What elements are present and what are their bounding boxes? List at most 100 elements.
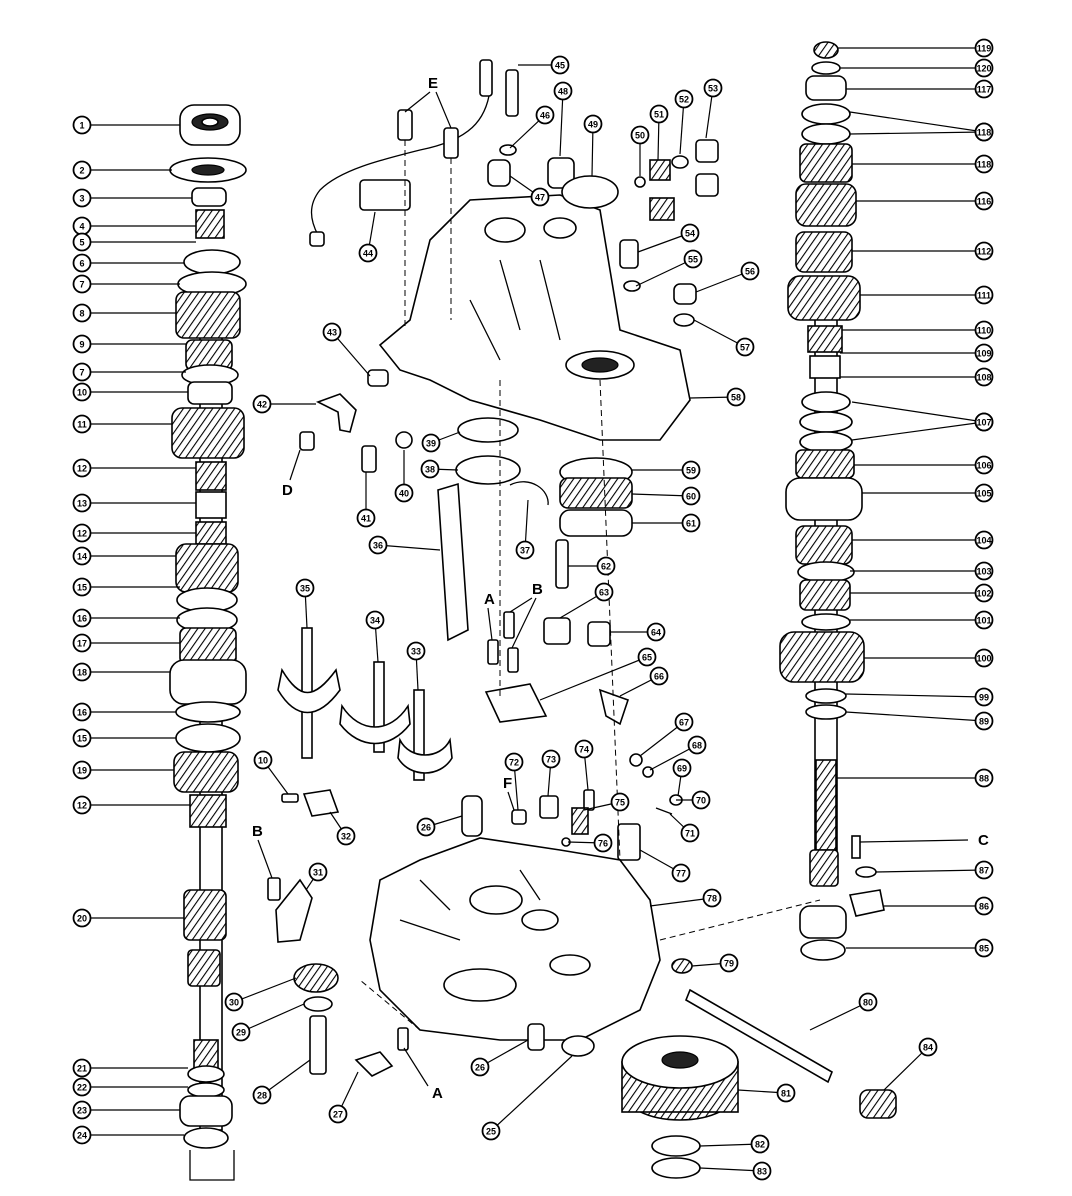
callout-number: 42 — [257, 400, 267, 410]
callout: 38 — [420, 459, 440, 479]
callout: 5 — [72, 232, 92, 252]
callout-number: 69 — [677, 764, 687, 774]
callout: 45 — [550, 55, 570, 75]
callout-number: 87 — [979, 866, 989, 876]
synchro-sleeve — [169, 659, 247, 705]
callout: 30 — [224, 992, 244, 1012]
callout: 42 — [252, 394, 272, 414]
callout: 80 — [858, 992, 878, 1012]
callout-number: 32 — [341, 832, 351, 842]
leader-line — [257, 839, 273, 879]
callout-number: 22 — [77, 1083, 87, 1093]
leader-line — [845, 711, 985, 722]
leader-line — [240, 1003, 305, 1033]
leader-line — [631, 493, 692, 497]
callout-number: 89 — [979, 717, 989, 727]
reference-letter: C — [978, 832, 989, 849]
callout-number: 11 — [77, 420, 87, 430]
callout-number: 111 — [977, 291, 991, 301]
callout: 49 — [583, 114, 603, 134]
leader-line — [695, 270, 751, 293]
callout-number: 117 — [977, 85, 992, 95]
callout-number: 10 — [77, 388, 87, 398]
callout-number: 27 — [333, 1110, 343, 1120]
callout-number: 18 — [77, 668, 87, 678]
callout: 51 — [649, 104, 669, 124]
callout: 100 — [974, 648, 994, 668]
callout: 47 — [530, 187, 550, 207]
callout-number: 31 — [313, 868, 323, 878]
leader-line — [331, 331, 371, 377]
callout-number: 61 — [686, 519, 696, 529]
callout-number: 48 — [558, 87, 568, 97]
callout-number: 12 — [77, 464, 87, 474]
callout: 16 — [72, 702, 92, 722]
oil-seal — [561, 175, 619, 209]
callout: 18 — [72, 662, 92, 682]
callout: 119 — [974, 38, 994, 58]
callout: 52 — [674, 89, 694, 109]
callout-number: 21 — [77, 1064, 87, 1074]
callout: 50 — [630, 125, 650, 145]
callout: 35 — [295, 578, 315, 598]
callout: 21 — [72, 1058, 92, 1078]
callout: 55 — [683, 249, 703, 269]
callout-number: 72 — [509, 758, 519, 768]
callout-number: 71 — [685, 829, 695, 839]
bolt — [443, 127, 459, 159]
callout-number: 15 — [77, 734, 87, 744]
callout-number: 59 — [686, 466, 696, 476]
callout-number: 84 — [923, 1043, 933, 1053]
callout-number: 26 — [421, 823, 431, 833]
callout-number: 79 — [724, 959, 734, 969]
callout: 3 — [72, 188, 92, 208]
callout: 14 — [72, 546, 92, 566]
callout: 33 — [406, 641, 426, 661]
callout-number: 7 — [79, 280, 84, 290]
callout-number: 67 — [679, 718, 689, 728]
leader-line — [490, 1055, 573, 1132]
transmission-housing — [378, 194, 691, 441]
callout: 48 — [553, 81, 573, 101]
callout: 89 — [974, 711, 994, 731]
callout-number: 34 — [370, 616, 380, 626]
callout: 46 — [535, 105, 555, 125]
callout: 24 — [72, 1125, 92, 1145]
callout-number: 23 — [77, 1106, 87, 1116]
shift-shaft — [684, 988, 834, 1084]
callout-number: 108 — [976, 373, 991, 383]
callout-number: 60 — [686, 492, 696, 502]
callout-number: 30 — [229, 998, 239, 1008]
callout: 32 — [336, 826, 356, 846]
leader-line — [509, 597, 533, 613]
leader-line — [845, 693, 985, 698]
leader-lines — [82, 47, 985, 1172]
callout-number: 88 — [979, 774, 989, 784]
callout-number: 10 — [258, 756, 268, 766]
callout: 107 — [974, 412, 994, 432]
gasket-plate — [437, 482, 469, 642]
callout: 117 — [974, 79, 994, 99]
callout: 13 — [72, 493, 92, 513]
leader-line — [699, 1143, 761, 1147]
callout: 17 — [72, 633, 92, 653]
callout-number: 16 — [77, 708, 87, 718]
callout: 11 — [72, 414, 92, 434]
callout-number: 28 — [257, 1091, 267, 1101]
callout-number: 116 — [977, 197, 992, 207]
callout: 76 — [593, 833, 613, 853]
callout: 111 — [974, 285, 994, 305]
callout-numbers: 1234567897101112131214151617181615191220… — [72, 38, 994, 1181]
callout-number: 12 — [77, 529, 87, 539]
callout: 59 — [681, 460, 701, 480]
callout: 109 — [974, 343, 994, 363]
leader-line — [559, 90, 564, 157]
callout-number: 107 — [976, 418, 991, 428]
callout-number: 29 — [236, 1028, 246, 1038]
callout-number: 105 — [976, 489, 991, 499]
callout: 99 — [974, 687, 994, 707]
shift-forks — [277, 627, 453, 781]
bracket — [359, 179, 411, 211]
leader-line — [851, 401, 985, 423]
callout-number: 15 — [77, 583, 87, 593]
